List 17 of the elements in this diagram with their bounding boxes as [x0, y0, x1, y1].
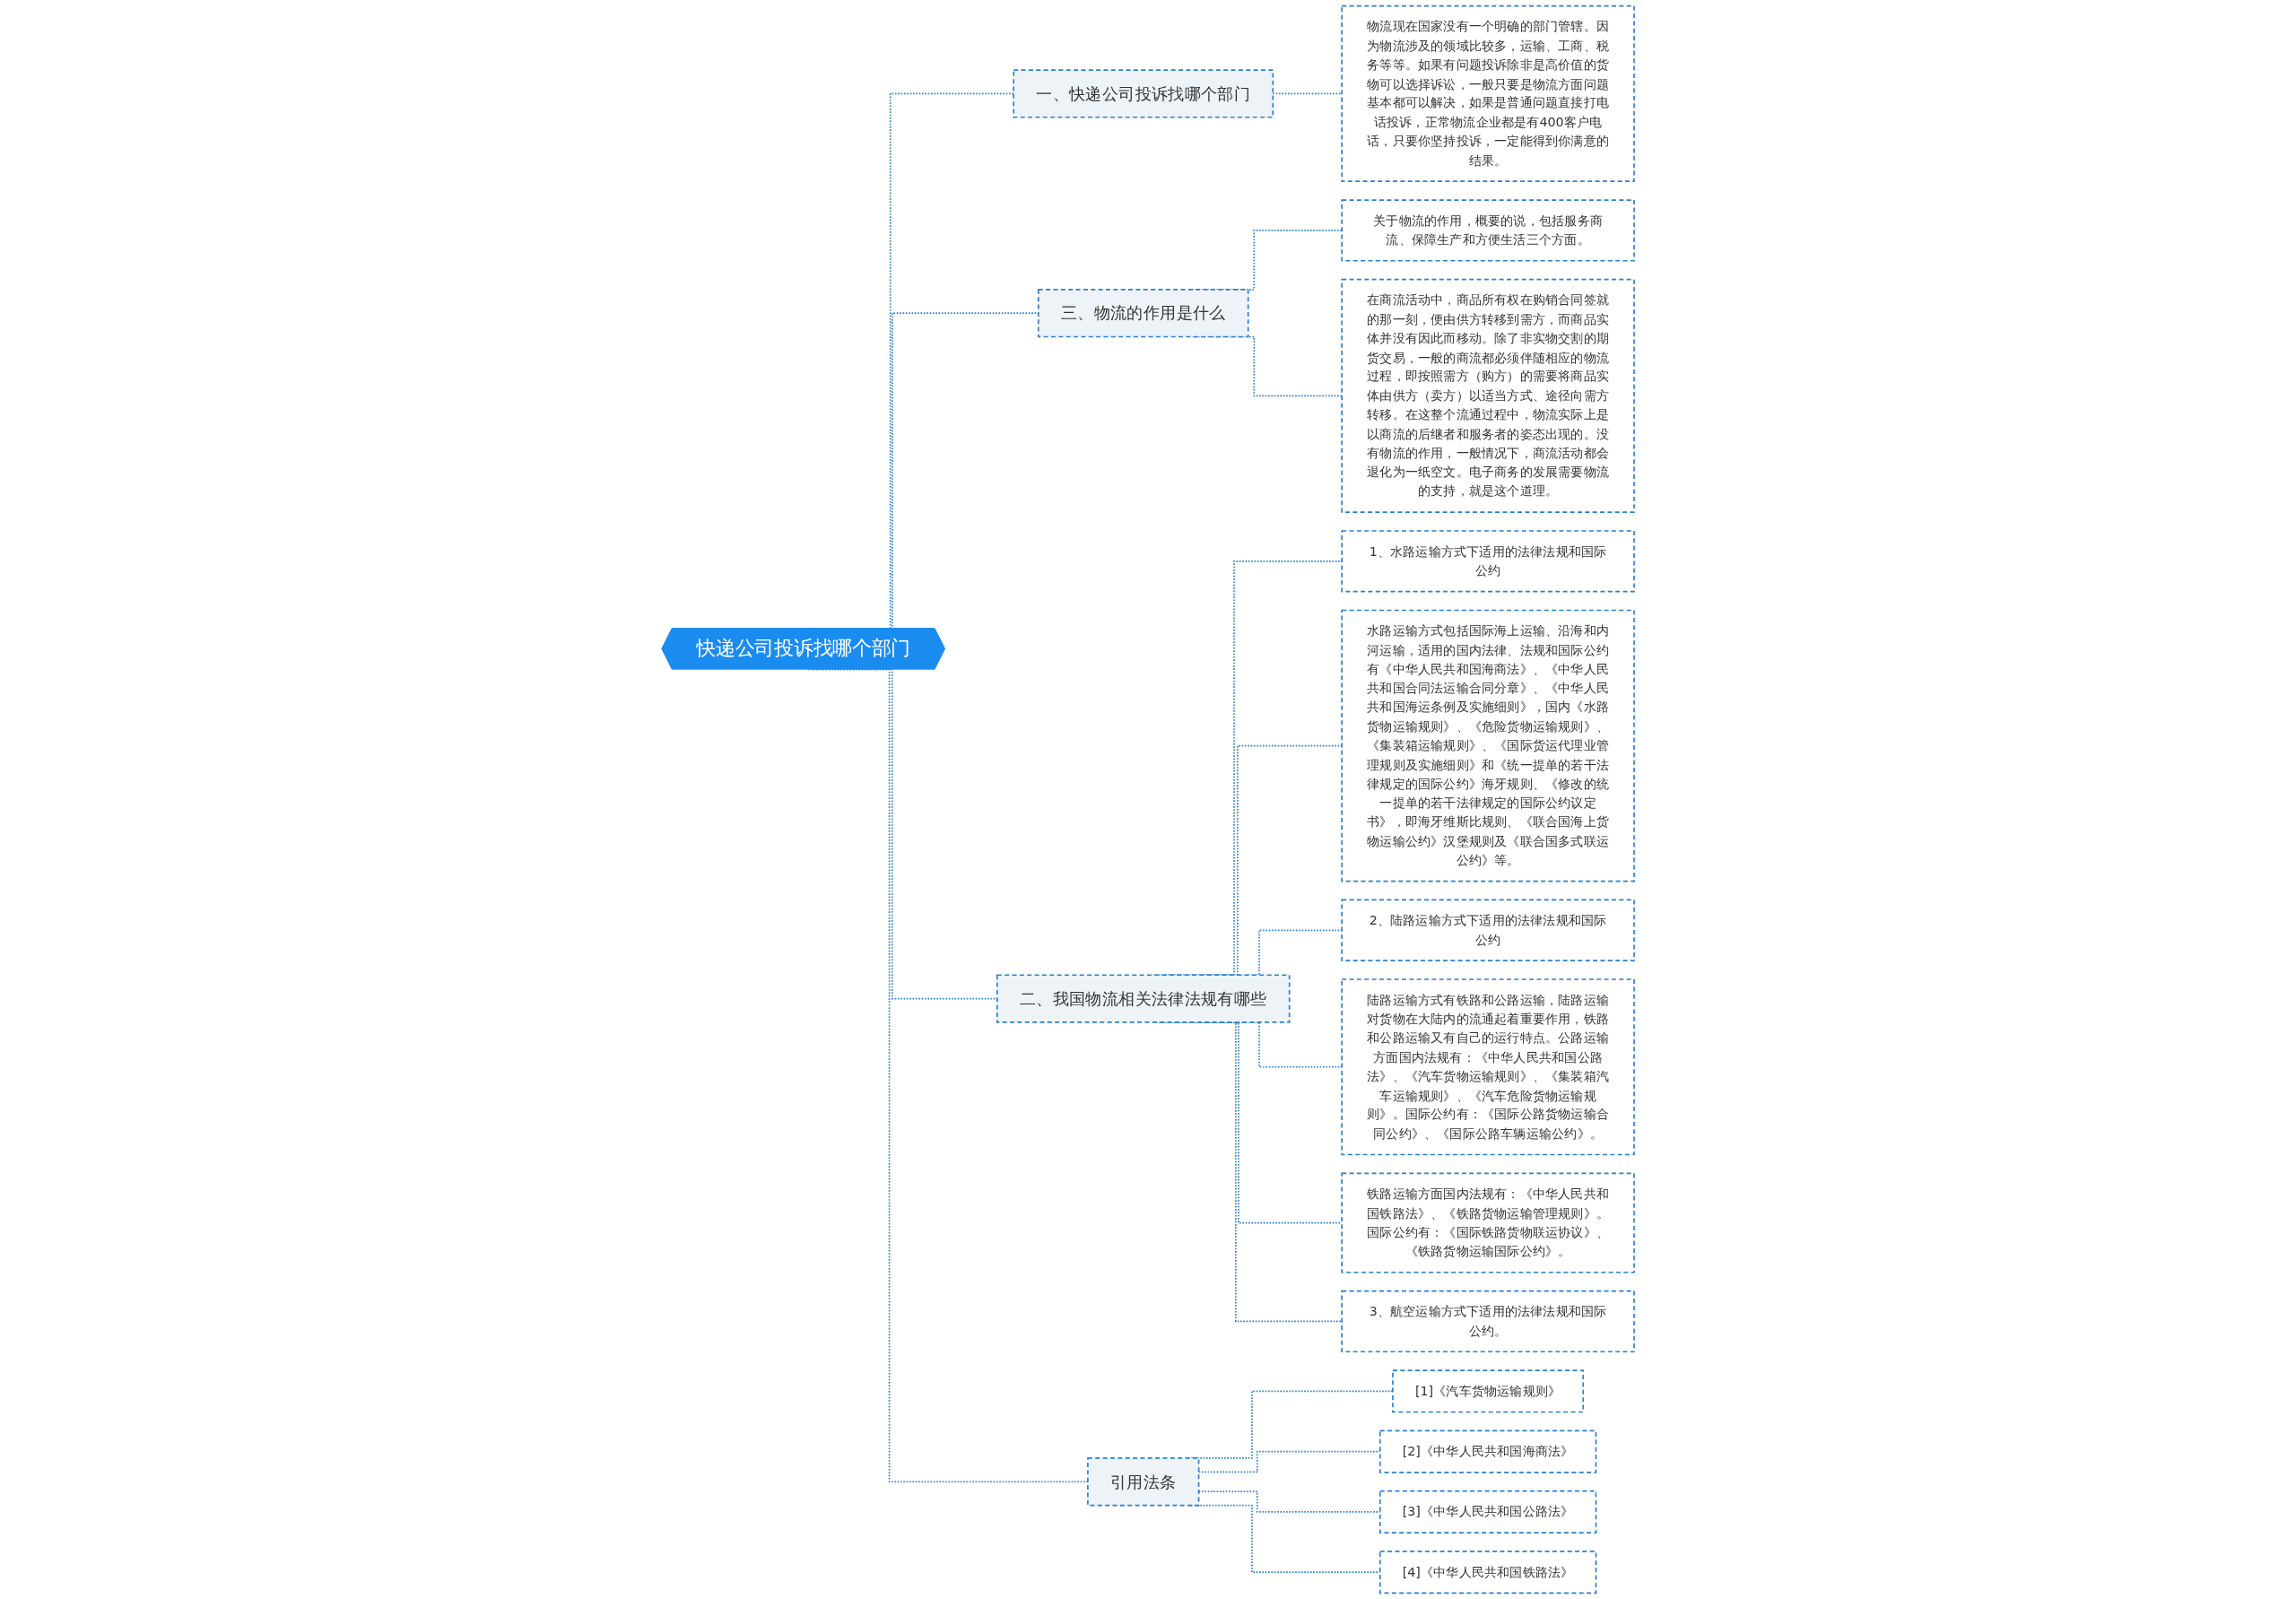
node-box: 三、物流的作用是什么 — [1037, 289, 1249, 338]
node-box: 二、我国物流相关法律法规有哪些 — [996, 974, 1291, 1023]
node-box: 2、陆路运输方式下适用的法律法规和国际公约 — [1341, 899, 1635, 961]
node-box: 一、快递公司投诉找哪个部门 — [1013, 69, 1274, 118]
node-box: 铁路运输方面国内法规有：《中华人民共和国铁路法》、《铁路货物运输管理规则》。国际公约有：《国际铁路货物联运协议》、《铁路货物运输国际公约》。 — [1341, 1172, 1635, 1273]
node-box: 3、航空运输方式下适用的法律法规和国际公约。 — [1341, 1290, 1635, 1353]
node-box: [1]《汽车货物运输规则》 — [1392, 1369, 1585, 1413]
node-box: 1、水路运输方式下适用的法律法规和国际公约 — [1341, 530, 1635, 593]
node-box: 陆路运输方式有铁路和公路运输，陆路运输对货物在大陆内的流通起着重要作用，铁路和公路运输又有自己的运行特点。公路运输方面国内法规有：《中华人民共和国公路法》、《汽车货物运输规则》、《集装箱汽车运输规则》、《汽车危险货物运输规则》。国际公约有：《国际公路货物运输合同公约》、《国际公路车辆运输公约》。 — [1341, 978, 1635, 1156]
node-box: 关于物流的作用，概要的说，包括服务商流、保障生产和方便生活三个方面。 — [1341, 199, 1635, 262]
node-box: 在商流活动中，商品所有权在购销合同签就的那一刻，便由供方转移到需方，而商品实体并没有因此而移动。除了非实物交割的期货交易，一般的商流都必须伴随相应的物流过程，即按照需方（购方）的需要将商品实体由供方（卖方）以适当方式、途径向需方转移。在这整个流通过程中，物流实际上是以商流的后继者和服务者的姿态出现的。没有物流的作用，一般情况下，商流活动都会退化为一纸空文。电子商务的发展需要物流的支持，就是这个道理。 — [1341, 278, 1635, 513]
node-box: 物流现在国家没有一个明确的部门管辖。因为物流涉及的领域比较多，运输、工商、税务等等。如果有问题投诉除非是高价值的货物可以选择诉讼，一般只要是物流方面问题基本都可以解决，如果是普通问题直接打电话投诉，正常物流企业都是有400客户电话，只要你坚持投诉，一定能得到你满意的结果。 — [1341, 4, 1635, 183]
node-box: [4]《中华人民共和国铁路法》 — [1378, 1551, 1597, 1595]
node-box: 水路运输方式包括国际海上运输、沿海和内河运输，适用的国内法律、法规和国际公约有《中华人民共和国海商法》、《中华人民共和国合同法运输合同分章》、《中华人民共和国海运条例及实施细则》，国内《水路货物运输规则》、《危险货物运输规则》、《集装箱运输规则》、《国际货运代理业管理规则及实施细则》和《统一提单的若干法律规定的国际公约》海牙规则、《修改的统一提单的若干法律规定的国际公约议定书》，即海牙维斯比规则、《联合国海上货物运输公约》汉堡规则及《联合国多式联运公约》等。 — [1341, 609, 1635, 882]
node-box: 引用法条 — [1087, 1457, 1200, 1507]
node-box: [2]《中华人民共和国海商法》 — [1378, 1430, 1597, 1473]
node-box: [3]《中华人民共和国公路法》 — [1378, 1490, 1597, 1534]
